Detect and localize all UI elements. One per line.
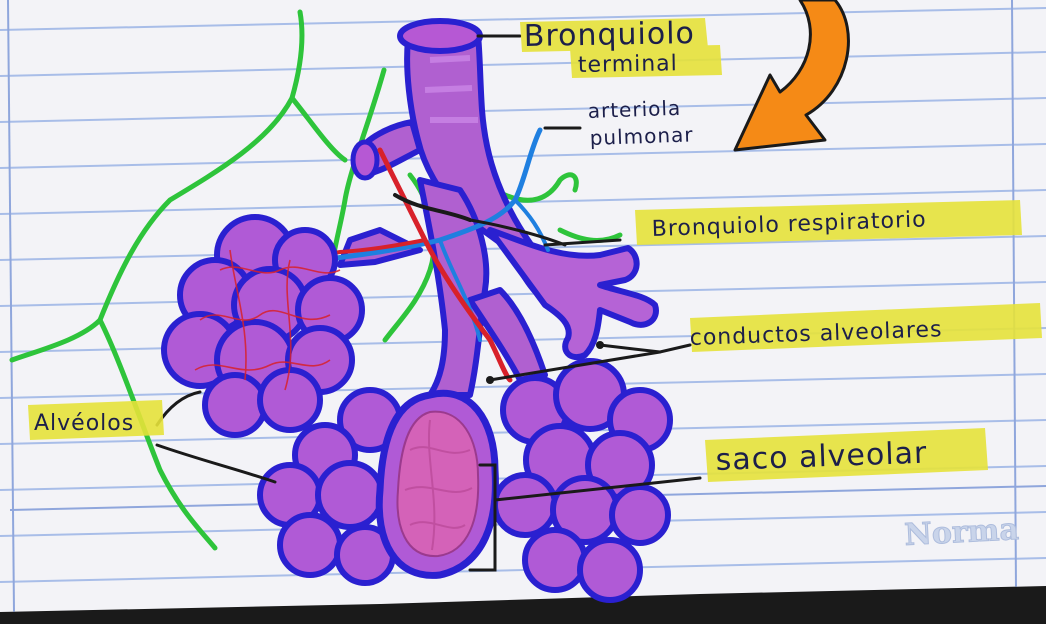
label-bronquiolo-terminal-1: Bronquiolo [524,16,696,54]
label-arteriola-2: pulmonar [589,122,694,150]
pointer-dot [486,376,494,384]
pointer-dot [596,341,604,349]
alveolar-sac [379,393,495,575]
label-saco-alveolar: saco alveolar [715,436,928,478]
label-arteriola-1: arteriola [587,96,681,123]
label-alveolos: Alvéolos [34,411,134,436]
label-bronquiolo-terminal-2: terminal [578,51,678,78]
brand-watermark: Norma [904,512,1020,553]
